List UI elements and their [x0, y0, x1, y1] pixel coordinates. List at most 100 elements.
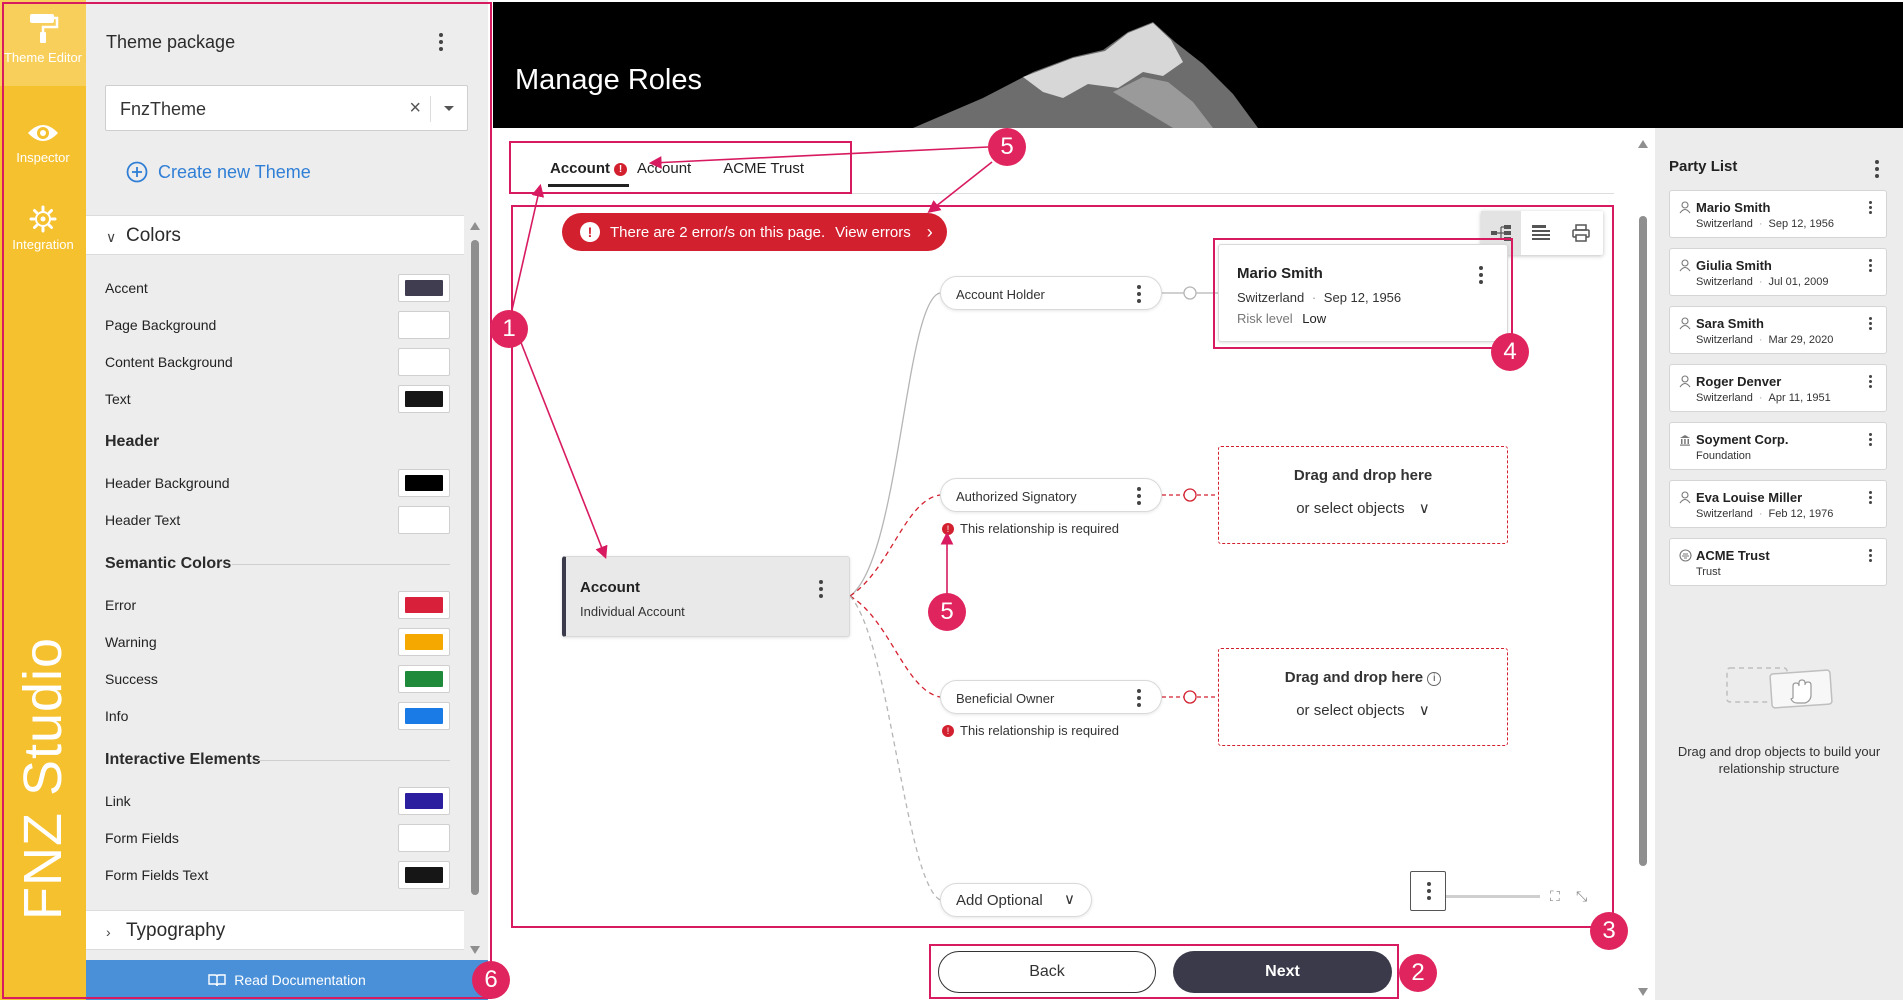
- party-menu-button[interactable]: [1860, 373, 1880, 397]
- scrollbar-thumb[interactable]: [1639, 216, 1647, 866]
- read-documentation-button[interactable]: Read Documentation: [86, 960, 488, 1000]
- party-card[interactable]: Soyment Corp.Foundation: [1669, 422, 1887, 470]
- tab-account-primary[interactable]: Account!: [548, 160, 629, 187]
- fit-screen-icon[interactable]: ⛶: [1550, 888, 1560, 904]
- party-meta-date: Sep 12, 1956: [1768, 218, 1834, 230]
- create-theme-link[interactable]: Create new Theme: [126, 161, 311, 183]
- theme-select[interactable]: FnzTheme ×: [105, 85, 468, 131]
- add-optional-button[interactable]: Add Optional ∨: [940, 883, 1092, 917]
- color-swatch[interactable]: [398, 824, 450, 852]
- list-view-button[interactable]: [1521, 211, 1561, 255]
- role-menu-button[interactable]: [1129, 484, 1149, 508]
- rail-item-theme-editor[interactable]: Theme Editor: [0, 0, 86, 86]
- party-menu-button[interactable]: [1860, 489, 1880, 513]
- tabs-divider: [509, 193, 1614, 194]
- typography-section-header[interactable]: › Typography: [86, 910, 464, 950]
- info-icon[interactable]: i: [1427, 672, 1442, 686]
- tab-label: ACME Trust: [723, 160, 805, 177]
- color-label: Accent: [105, 280, 148, 296]
- select-objects-dropdown[interactable]: or select objects ∨: [1219, 499, 1507, 517]
- collapse-icon[interactable]: ⤡: [1576, 888, 1588, 904]
- color-swatch[interactable]: [398, 591, 450, 619]
- scroll-up-icon[interactable]: [470, 222, 480, 230]
- color-row-page-background: Page Background: [105, 311, 450, 339]
- color-swatch[interactable]: [398, 274, 450, 302]
- party-card-account-holder[interactable]: Mario Smith Switzerland · Sep 12, 1956 R…: [1218, 244, 1508, 342]
- rail-item-inspector[interactable]: Inspector: [0, 120, 86, 165]
- panel-scrollbar[interactable]: [470, 222, 480, 954]
- party-meta-date: Apr 11, 1951: [1768, 392, 1831, 404]
- role-beneficial-owner[interactable]: Beneficial Owner: [940, 680, 1162, 714]
- chevron-down-icon[interactable]: [444, 106, 454, 111]
- color-swatch[interactable]: [398, 348, 450, 376]
- scroll-down-icon[interactable]: [470, 946, 480, 954]
- select-objects-dropdown[interactable]: or select objects ∨: [1219, 701, 1507, 719]
- drop-zone-authorized-signatory[interactable]: Drag and drop here or select objects ∨: [1218, 446, 1508, 544]
- error-banner-text: There are 2 error/s on this page.: [610, 223, 826, 241]
- party-name: Sara Smith: [1696, 316, 1764, 331]
- colors-section-header[interactable]: ∨ Colors: [86, 215, 464, 255]
- party-menu-button[interactable]: [1860, 199, 1880, 223]
- theme-select-value: FnzTheme: [120, 99, 207, 119]
- zoom-slider[interactable]: [1446, 895, 1540, 898]
- role-menu-button[interactable]: [1129, 686, 1149, 710]
- next-button[interactable]: Next: [1173, 951, 1392, 993]
- color-swatch[interactable]: [398, 385, 450, 413]
- color-row-error: Error: [105, 591, 450, 619]
- rail-item-label: Integration: [12, 237, 74, 252]
- party-meta: Switzerland·Feb 12, 1976: [1696, 508, 1834, 520]
- color-swatch[interactable]: [398, 506, 450, 534]
- color-swatch[interactable]: [398, 787, 450, 815]
- party-meta: Foundation: [1696, 450, 1751, 462]
- panel-menu-button[interactable]: [431, 30, 451, 54]
- person-icon: [1679, 259, 1691, 277]
- drop-zone-beneficial-owner[interactable]: Drag and drop here i or select objects ∨: [1218, 648, 1508, 746]
- required-message: ! This relationship is required: [942, 723, 1119, 738]
- color-swatch[interactable]: [398, 702, 450, 730]
- main-scrollbar[interactable]: [1637, 140, 1649, 996]
- party-menu-button[interactable]: [1860, 315, 1880, 339]
- view-errors-link[interactable]: View errors: [835, 223, 911, 241]
- next-label: Next: [1265, 963, 1300, 980]
- party-menu-button[interactable]: [1471, 263, 1491, 287]
- clear-icon[interactable]: ×: [409, 97, 421, 119]
- node-subtitle: Individual Account: [580, 604, 685, 619]
- back-button[interactable]: Back: [938, 951, 1156, 993]
- role-label: Account Holder: [956, 287, 1045, 302]
- color-swatch[interactable]: [398, 469, 450, 497]
- print-button[interactable]: [1561, 211, 1601, 255]
- role-account-holder[interactable]: Account Holder: [940, 276, 1162, 310]
- scrollbar-thumb[interactable]: [471, 240, 479, 895]
- bank-icon: [1679, 433, 1691, 451]
- tab-acme-trust[interactable]: ACME Trust: [723, 160, 804, 187]
- node-menu-button[interactable]: [811, 577, 831, 601]
- color-row-header-background: Header Background: [105, 469, 450, 497]
- color-swatch[interactable]: [398, 311, 450, 339]
- canvas-menu-button[interactable]: [1410, 871, 1446, 911]
- rail-item-integration[interactable]: Integration: [0, 205, 86, 252]
- role-authorized-signatory[interactable]: Authorized Signatory: [940, 478, 1162, 512]
- account-root-node[interactable]: Account Individual Account: [562, 556, 850, 637]
- color-swatch[interactable]: [398, 861, 450, 889]
- color-row-accent: Accent: [105, 274, 450, 302]
- role-menu-button[interactable]: [1129, 282, 1149, 306]
- risk-label: Risk level: [1237, 311, 1293, 326]
- scroll-up-icon[interactable]: [1638, 140, 1648, 148]
- party-menu-button[interactable]: [1860, 547, 1880, 571]
- scroll-down-icon[interactable]: [1638, 988, 1648, 996]
- color-swatch[interactable]: [398, 665, 450, 693]
- color-swatch[interactable]: [398, 628, 450, 656]
- paint-roller-icon: [30, 14, 59, 43]
- error-banner[interactable]: ! There are 2 error/s on this page. View…: [562, 213, 947, 251]
- party-list-menu-button[interactable]: [1867, 157, 1887, 181]
- party-menu-button[interactable]: [1860, 257, 1880, 281]
- party-menu-button[interactable]: [1860, 431, 1880, 455]
- person-icon: [1679, 201, 1691, 219]
